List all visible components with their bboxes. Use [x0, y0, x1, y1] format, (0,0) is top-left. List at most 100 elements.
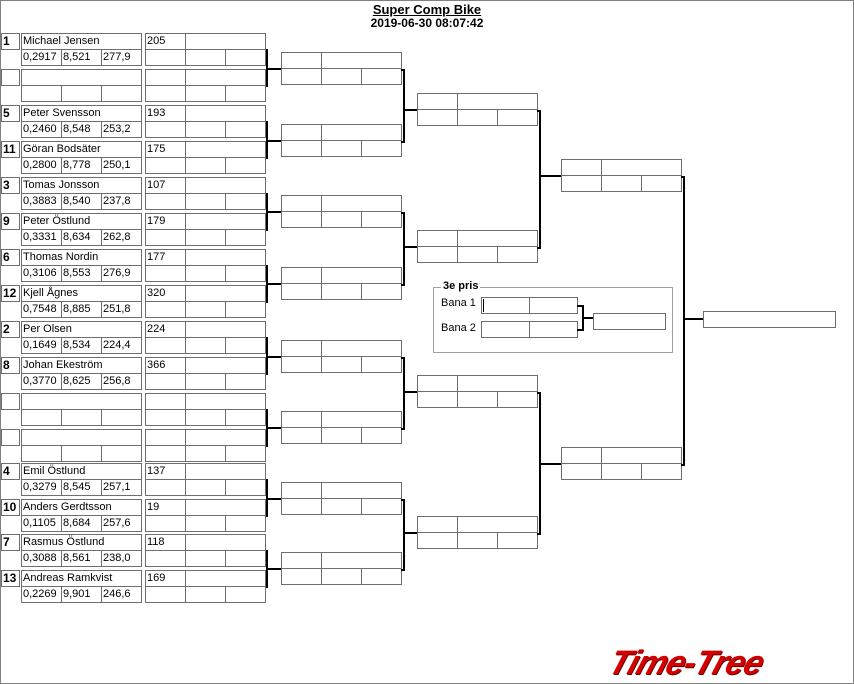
round2-match-cell[interactable]: [281, 356, 322, 373]
speed[interactable]: 262,8: [101, 229, 142, 246]
reaction-time[interactable]: 0,3279: [21, 479, 62, 496]
round2-match-lane[interactable]: [281, 340, 322, 357]
round3-match-cell[interactable]: [417, 246, 458, 263]
result-cell[interactable]: [185, 285, 266, 302]
round3-match-result[interactable]: [457, 516, 538, 533]
semifinal-match-cell[interactable]: [641, 175, 682, 192]
speed[interactable]: 224,4: [101, 337, 142, 354]
round2-match-cell[interactable]: [281, 498, 322, 515]
result-cell[interactable]: [185, 445, 226, 462]
reaction-time[interactable]: 0,2269: [21, 586, 62, 603]
round2-match-cell[interactable]: [321, 427, 362, 444]
round2-match-cell[interactable]: [281, 68, 322, 85]
round2-match-cell[interactable]: [281, 140, 322, 157]
result-cell[interactable]: [225, 515, 266, 532]
speed[interactable]: 256,8: [101, 373, 142, 390]
result-cell[interactable]: [185, 550, 226, 567]
result-cell[interactable]: [225, 85, 266, 102]
result-cell[interactable]: [185, 157, 226, 174]
reaction-time[interactable]: 0,2800: [21, 157, 62, 174]
reaction-time[interactable]: 0,3883: [21, 193, 62, 210]
round3-match-cell[interactable]: [497, 391, 538, 408]
result-cell[interactable]: [225, 229, 266, 246]
score[interactable]: 169: [145, 570, 186, 587]
reaction-time[interactable]: 0,3331: [21, 229, 62, 246]
round3-match-cell[interactable]: [417, 109, 458, 126]
round2-match-result[interactable]: [321, 552, 402, 569]
round3-match-cell[interactable]: [457, 109, 498, 126]
result-cell[interactable]: [225, 301, 266, 318]
result-cell[interactable]: [185, 337, 226, 354]
result-cell[interactable]: [145, 445, 186, 462]
result-cell[interactable]: [145, 265, 186, 282]
score[interactable]: [145, 393, 186, 410]
speed[interactable]: [101, 445, 142, 462]
elapsed-time[interactable]: [61, 409, 102, 426]
speed[interactable]: 238,0: [101, 550, 142, 567]
speed[interactable]: 250,1: [101, 157, 142, 174]
racer-name[interactable]: Rasmus Östlund: [21, 534, 142, 551]
round3-match-lane[interactable]: [417, 375, 458, 392]
round3-match-result[interactable]: [457, 375, 538, 392]
result-cell[interactable]: [185, 193, 226, 210]
elapsed-time[interactable]: 8,548: [61, 121, 102, 138]
speed[interactable]: [101, 85, 142, 102]
score[interactable]: 19: [145, 499, 186, 516]
result-cell[interactable]: [185, 301, 226, 318]
elapsed-time[interactable]: 8,553: [61, 265, 102, 282]
racer-name[interactable]: Tomas Jonsson: [21, 177, 142, 194]
result-cell[interactable]: [145, 373, 186, 390]
result-cell[interactable]: [145, 515, 186, 532]
round2-match-cell[interactable]: [361, 283, 402, 300]
score[interactable]: 177: [145, 249, 186, 266]
round2-match-cell[interactable]: [321, 140, 362, 157]
round3-match-cell[interactable]: [457, 532, 498, 549]
reaction-time[interactable]: 0,7548: [21, 301, 62, 318]
score[interactable]: 118: [145, 534, 186, 551]
result-cell[interactable]: [185, 177, 266, 194]
round2-match-result[interactable]: [321, 52, 402, 69]
elapsed-time[interactable]: 8,885: [61, 301, 102, 318]
elapsed-time[interactable]: 8,561: [61, 550, 102, 567]
reaction-time[interactable]: [21, 409, 62, 426]
round3-match-cell[interactable]: [497, 246, 538, 263]
result-cell[interactable]: [225, 550, 266, 567]
elapsed-time[interactable]: 8,684: [61, 515, 102, 532]
round2-match-lane[interactable]: [281, 195, 322, 212]
speed[interactable]: 253,2: [101, 121, 142, 138]
score[interactable]: [145, 69, 186, 86]
result-cell[interactable]: [185, 586, 226, 603]
result-cell[interactable]: [145, 193, 186, 210]
result-cell[interactable]: [225, 265, 266, 282]
elapsed-time[interactable]: 8,540: [61, 193, 102, 210]
round3-match-result[interactable]: [457, 230, 538, 247]
result-cell[interactable]: [225, 373, 266, 390]
result-cell[interactable]: [185, 265, 226, 282]
score[interactable]: 179: [145, 213, 186, 230]
result-cell[interactable]: [145, 550, 186, 567]
round2-match-cell[interactable]: [321, 68, 362, 85]
reaction-time[interactable]: 0,3770: [21, 373, 62, 390]
round2-match-lane[interactable]: [281, 52, 322, 69]
result-cell[interactable]: [185, 499, 266, 516]
speed[interactable]: 277,9: [101, 49, 142, 66]
result-cell[interactable]: [145, 229, 186, 246]
round2-match-cell[interactable]: [361, 427, 402, 444]
semifinal-match-cell[interactable]: [601, 463, 642, 480]
semifinal-match-cell[interactable]: [561, 175, 602, 192]
reaction-time[interactable]: 0,2917: [21, 49, 62, 66]
result-cell[interactable]: [185, 69, 266, 86]
semifinal-match-cell[interactable]: [561, 463, 602, 480]
result-cell[interactable]: [225, 157, 266, 174]
result-cell[interactable]: [185, 357, 266, 374]
result-cell[interactable]: [145, 85, 186, 102]
round2-match-result[interactable]: [321, 124, 402, 141]
speed[interactable]: 276,9: [101, 265, 142, 282]
round2-match-result[interactable]: [321, 411, 402, 428]
final-winner-box[interactable]: [703, 311, 836, 328]
elapsed-time[interactable]: [61, 85, 102, 102]
round3-match-cell[interactable]: [457, 391, 498, 408]
result-cell[interactable]: [185, 463, 266, 480]
speed[interactable]: 251,8: [101, 301, 142, 318]
racer-name[interactable]: Kjell Ågnes: [21, 285, 142, 302]
